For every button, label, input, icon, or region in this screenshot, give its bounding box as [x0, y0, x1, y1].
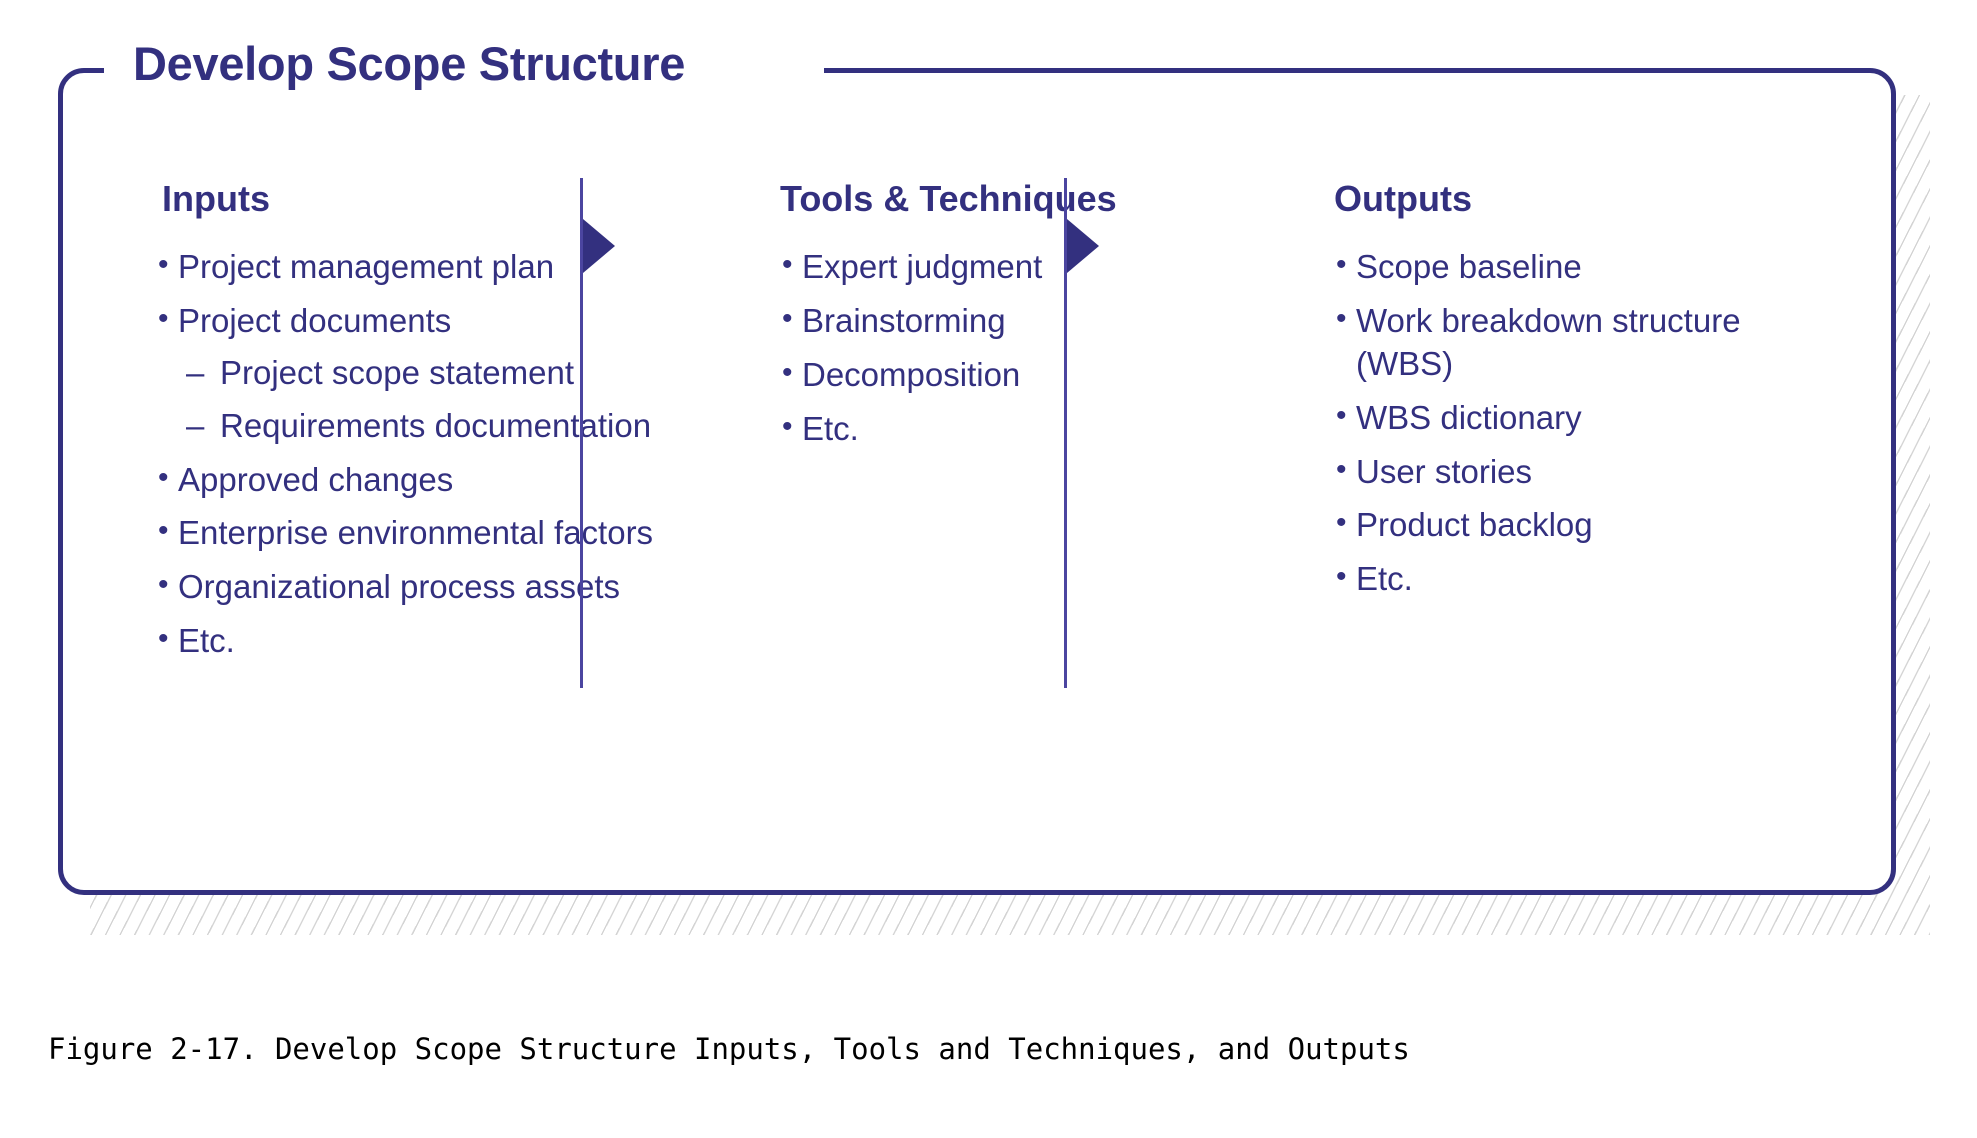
page-title: Develop Scope Structure: [133, 37, 686, 90]
list-item: Etc.: [780, 407, 1260, 451]
column-heading-outputs: Outputs: [1334, 178, 1472, 219]
sub-list-project-documents: Project scope statement Requirements doc…: [178, 352, 716, 448]
bullet-list-inputs: Project management plan Project document…: [156, 245, 716, 674]
list-item-label: Etc.: [802, 409, 859, 447]
list-item: User stories: [1334, 450, 1834, 494]
list-item: WBS dictionary: [1334, 396, 1834, 440]
process-columns: Inputs Project management plan Project d…: [58, 68, 1896, 895]
column-heading-tools: Tools & Techniques: [780, 178, 1117, 219]
column-divider-inputs-tools: [580, 178, 583, 688]
list-item-label: Scope baseline: [1356, 248, 1582, 285]
list-item-label: Project documents: [178, 301, 452, 339]
column-divider-tools-outputs: [1064, 178, 1067, 688]
list-item: Project management plan: [156, 245, 716, 289]
tools-to-outputs-arrow-icon: [1067, 219, 1099, 273]
list-item-label: Expert judgment: [802, 248, 1043, 285]
list-item-label: Project management plan: [178, 248, 555, 285]
list-item-label: Enterprise environmental factors: [178, 514, 654, 552]
list-item: Product backlog: [1334, 503, 1834, 547]
title-notch-mask: [104, 56, 824, 82]
list-item-label: Decomposition: [802, 355, 1021, 393]
list-item-label: User stories: [1356, 452, 1533, 490]
list-item-label: Organizational process assets: [178, 568, 621, 606]
list-item: Approved changes: [156, 458, 716, 502]
list-item: Organizational process assets: [156, 565, 716, 609]
inputs-to-tools-arrow-icon: [583, 219, 615, 273]
list-item-label: Work breakdown structure (WBS): [1356, 301, 1741, 382]
list-item: Scope baseline: [1334, 245, 1834, 289]
list-item: Expert judgment: [780, 245, 1260, 289]
list-item-label: Etc.: [1356, 560, 1413, 598]
column-heading-inputs: Inputs: [162, 178, 270, 219]
list-item: Brainstorming: [780, 299, 1260, 343]
list-item: Decomposition: [780, 353, 1260, 397]
list-item: Project documents Project scope statemen…: [156, 299, 716, 448]
list-item: Etc.: [156, 619, 716, 663]
list-item: Work breakdown structure (WBS): [1334, 299, 1834, 386]
list-item-label: WBS dictionary: [1356, 398, 1582, 436]
list-item-label: Product backlog: [1356, 506, 1593, 544]
bullet-list-outputs: Scope baseline Work breakdown structure …: [1334, 245, 1834, 612]
list-item-label: Approved changes: [178, 460, 454, 498]
sub-list-item: Project scope statement: [178, 352, 716, 395]
list-item: Enterprise environmental factors: [156, 511, 716, 555]
list-item-label: Brainstorming: [802, 301, 1006, 339]
list-item: Etc.: [1334, 557, 1834, 601]
sub-list-item: Requirements documentation: [178, 405, 716, 448]
bullet-list-tools: Expert judgment Brainstorming Decomposit…: [780, 245, 1260, 462]
list-item-label: Etc.: [178, 622, 235, 660]
figure-caption: Figure 2-17. Develop Scope Structure Inp…: [48, 1032, 1410, 1066]
